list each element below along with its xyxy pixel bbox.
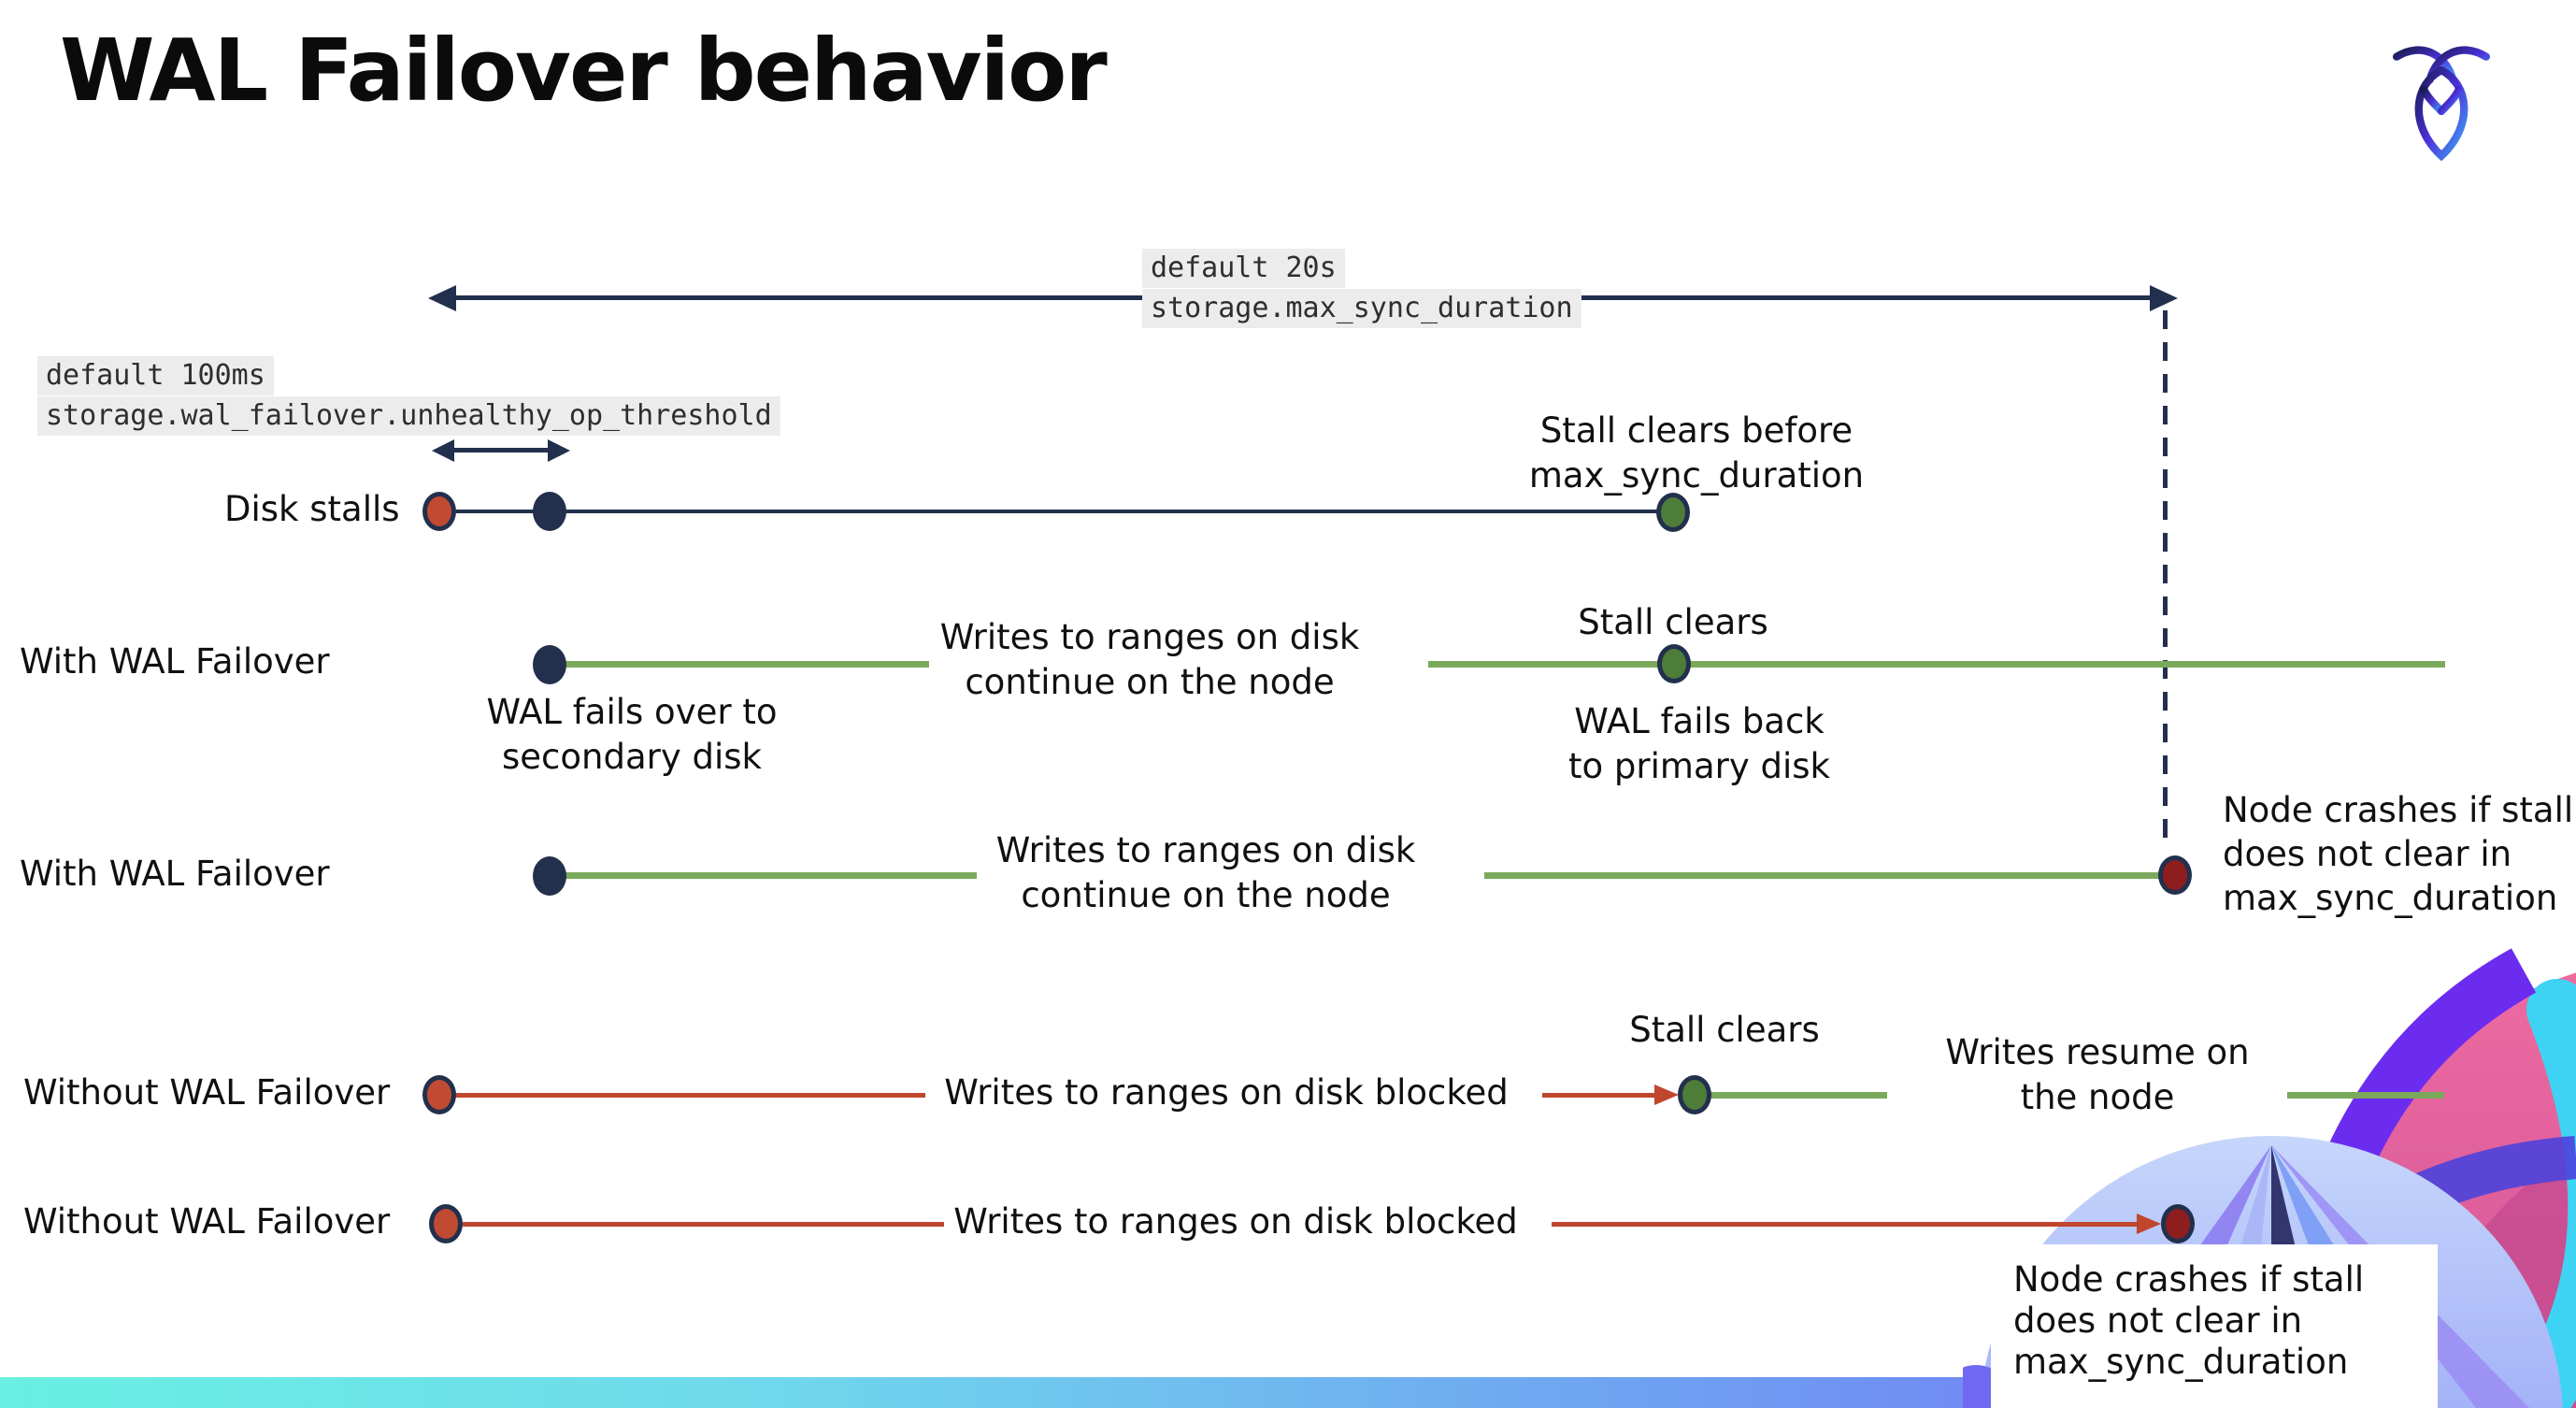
annotation-stall-clears-row2: Stall clears xyxy=(1578,602,1768,642)
threshold-setting-label: storage.wal_failover.unhealthy_op_thresh… xyxy=(37,396,780,436)
row5-red-arrowhead-icon xyxy=(2137,1214,2161,1234)
page-title: WAL Failover behavior xyxy=(60,21,1108,121)
row4-green-segment-a xyxy=(1710,1092,1887,1099)
node-crashes-callout-box: Node crashes if stall does not clear in … xyxy=(1991,1244,2438,1408)
row5-node-crash-dot xyxy=(2161,1204,2195,1243)
row4-red-arrow-line xyxy=(1542,1093,1658,1098)
annotation-stall-clears-row4: Stall clears xyxy=(1629,1010,1820,1050)
row1-threshold-dot xyxy=(533,492,566,531)
annotation-writes-continue-row3: Writes to ranges on disk continue on the… xyxy=(995,830,1416,915)
max-sync-arrow-left-icon xyxy=(428,285,456,311)
cockroachdb-logo-icon xyxy=(2393,46,2490,162)
row1-stall-clears-dot xyxy=(1656,493,1690,532)
row3-green-segment-a xyxy=(563,872,977,879)
row2-stall-clears-dot xyxy=(1657,644,1691,683)
row4-red-arrowhead-icon xyxy=(1654,1085,1679,1105)
annotation-writes-continue-row2: Writes to ranges on disk continue on the… xyxy=(939,617,1360,702)
row-label-with-wal-failover-2: With WAL Failover xyxy=(20,854,330,894)
row-label-with-wal-failover-1: With WAL Failover xyxy=(20,641,330,682)
row4-stall-clears-dot xyxy=(1678,1075,1711,1114)
row3-green-segment-b xyxy=(1484,872,2161,879)
max-sync-arrow-right-icon xyxy=(2150,285,2178,311)
threshold-arrow-line xyxy=(452,448,550,453)
annotation-writes-resume: Writes resume on the node xyxy=(1945,1032,2250,1117)
max-sync-default-label: default 20s xyxy=(1142,249,1345,288)
row4-green-segment-b xyxy=(2287,1092,2444,1099)
threshold-arrow-right-icon xyxy=(548,439,570,462)
annotation-wal-fails-back: WAL fails back to primary disk xyxy=(1568,701,1830,786)
max-sync-deadline-dashed-line xyxy=(2163,310,2168,851)
row5-red-arrow-line xyxy=(1552,1222,2140,1227)
annotation-stall-clears-before: Stall clears before max_sync_duration xyxy=(1528,410,1865,496)
max-sync-setting-label: storage.max_sync_duration xyxy=(1142,289,1581,328)
row4-blocked-segment xyxy=(455,1093,925,1098)
threshold-arrow-left-icon xyxy=(432,439,454,462)
row-label-without-wal-failover-2: Without WAL Failover xyxy=(23,1201,391,1242)
row5-stall-dot xyxy=(429,1204,463,1243)
row5-blocked-segment xyxy=(463,1222,944,1227)
threshold-default-label: default 100ms xyxy=(37,356,274,395)
row-label-without-wal-failover-1: Without WAL Failover xyxy=(23,1072,391,1113)
row-label-disk-stalls: Disk stalls xyxy=(224,489,400,529)
annotation-node-crashes-row3: Node crashes if stall does not clear in … xyxy=(2223,790,2574,918)
annotation-node-crashes-row5: Node crashes if stall does not clear in … xyxy=(2013,1259,2365,1382)
annotation-writes-blocked-row5: Writes to ranges on disk blocked xyxy=(953,1201,1518,1242)
annotation-writes-blocked-row4: Writes to ranges on disk blocked xyxy=(944,1072,1509,1113)
row3-failover-dot xyxy=(533,856,566,896)
annotation-wal-fails-over: WAL fails over to secondary disk xyxy=(486,692,778,777)
row2-green-segment-c xyxy=(1689,661,2445,668)
row1-stall-segment xyxy=(563,510,1658,513)
row2-failover-dot xyxy=(533,645,566,684)
row2-green-segment-a xyxy=(563,661,929,668)
row1-threshold-segment xyxy=(456,510,546,513)
disk-stall-start-dot xyxy=(422,492,456,531)
row4-stall-dot xyxy=(422,1075,456,1114)
row2-green-segment-b xyxy=(1428,661,1660,668)
row3-node-crash-dot xyxy=(2158,855,2192,895)
